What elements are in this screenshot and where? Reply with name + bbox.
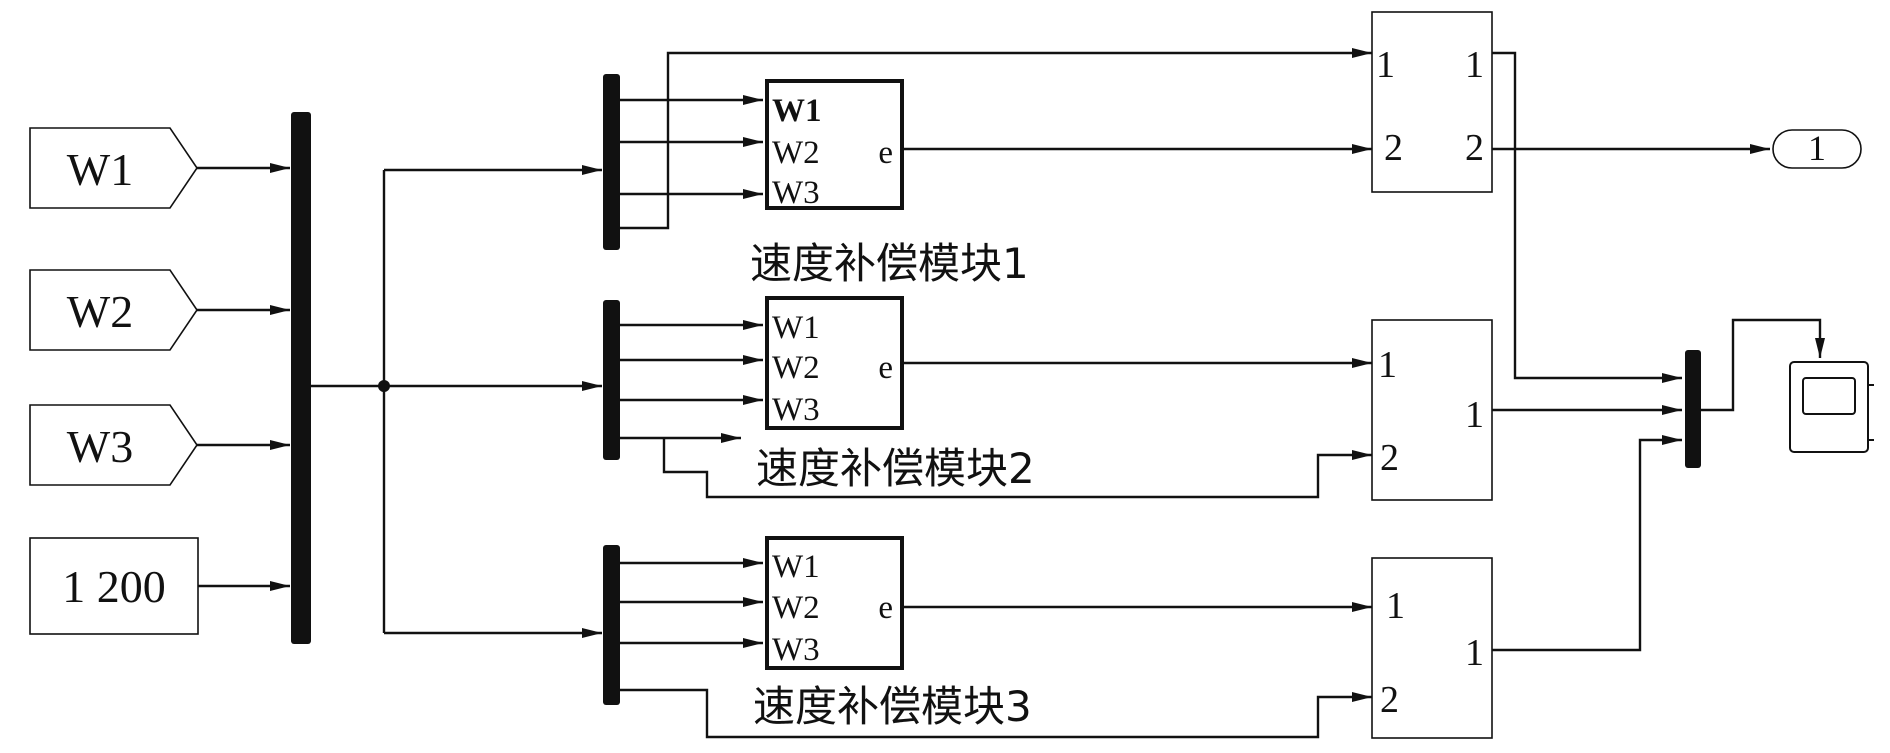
compensation-block-1[interactable]: W1 W2 W3 e bbox=[765, 79, 904, 211]
cb1-caption: 速度补偿模块1 bbox=[750, 239, 1029, 288]
e-output-wires bbox=[902, 144, 1372, 612]
cb2-in-w1: W1 bbox=[772, 310, 820, 346]
sub1-out-1: 1 bbox=[1465, 44, 1484, 86]
cb2-in-w3: W3 bbox=[772, 392, 820, 428]
sub3-in-2: 2 bbox=[1380, 679, 1399, 721]
cb1-out-e: e bbox=[878, 135, 893, 171]
from-block-w3-label: W3 bbox=[67, 421, 133, 472]
subsystem-2[interactable]: 1 2 1 bbox=[1371, 319, 1493, 501]
bypass-wires bbox=[620, 48, 1372, 739]
from-block-w3[interactable]: W3 bbox=[29, 404, 198, 486]
source-wires bbox=[197, 163, 290, 591]
cb1-in-w1: W1 bbox=[772, 93, 822, 129]
demux-to-block-wires bbox=[620, 95, 763, 648]
sub1-in-1: 1 bbox=[1376, 44, 1395, 86]
cb3-in-w3: W3 bbox=[772, 632, 820, 668]
compensation-block-2[interactable]: W1 W2 W3 e bbox=[765, 296, 904, 430]
scope-icon[interactable] bbox=[1789, 361, 1874, 453]
sub3-out-1: 1 bbox=[1465, 632, 1484, 674]
sub2-in-1: 1 bbox=[1378, 344, 1397, 386]
output-mux-bar[interactable] bbox=[1685, 350, 1701, 468]
from-block-w2-label: W2 bbox=[67, 286, 133, 337]
subsystem-3[interactable]: 1 2 1 bbox=[1371, 557, 1493, 739]
cb2-caption: 速度补偿模块2 bbox=[756, 444, 1035, 493]
from-block-w1-label: W1 bbox=[67, 144, 133, 195]
main-mux-bar[interactable] bbox=[291, 112, 311, 644]
sub2-in-2: 2 bbox=[1380, 437, 1399, 479]
cb3-in-w2: W2 bbox=[772, 590, 820, 626]
constant-block-label: 1 200 bbox=[62, 561, 166, 612]
cb1-in-w2: W2 bbox=[772, 135, 820, 171]
from-block-w1[interactable]: W1 bbox=[29, 127, 198, 209]
demux-bar-2[interactable] bbox=[603, 300, 620, 460]
cb1-in-w3: W3 bbox=[772, 175, 820, 211]
cb3-in-w1: W1 bbox=[772, 549, 820, 585]
constant-block[interactable]: 1 200 bbox=[29, 537, 199, 635]
distribution-wires bbox=[311, 165, 602, 638]
cb3-out-e: e bbox=[878, 590, 893, 626]
cb2-in-w2: W2 bbox=[772, 350, 820, 386]
outport-block[interactable]: 1 bbox=[1772, 128, 1862, 169]
sub1-in-2: 2 bbox=[1384, 127, 1403, 169]
sub3-in-1: 1 bbox=[1386, 585, 1405, 627]
outport-label: 1 bbox=[1808, 128, 1826, 168]
cb3-caption: 速度补偿模块3 bbox=[753, 682, 1032, 731]
subsystem-1[interactable]: 1 2 1 2 bbox=[1371, 11, 1493, 193]
cb2-out-e: e bbox=[878, 350, 893, 386]
subsystem-output-wires bbox=[1492, 51, 1825, 652]
sub1-out-2: 2 bbox=[1465, 127, 1484, 169]
from-block-w2[interactable]: W2 bbox=[29, 269, 198, 351]
demux-bar-3[interactable] bbox=[603, 545, 620, 705]
compensation-block-3[interactable]: W1 W2 W3 e bbox=[765, 536, 904, 670]
demux-bar-1[interactable] bbox=[603, 74, 620, 250]
sub2-out-1: 1 bbox=[1465, 394, 1484, 436]
